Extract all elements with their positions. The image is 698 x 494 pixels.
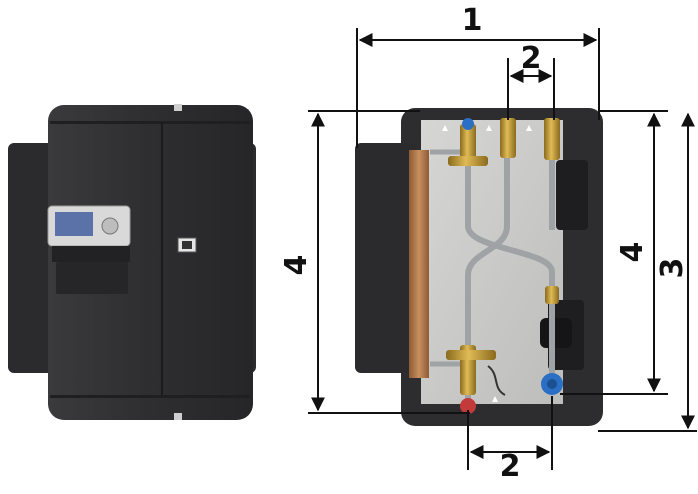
dimension-lines [308,28,697,470]
top-left-blue-cap [462,118,474,130]
logo-badge-mark [182,241,192,249]
housing-clip-top [174,104,182,111]
pump-body [540,318,572,348]
housing-body [48,105,253,420]
housing-top-groove [50,121,250,124]
bottom-right-blue-cap-inner [547,379,557,389]
bottom-left-valve-tee [446,350,496,360]
open-housing [355,108,603,426]
lower-front-flap [56,262,128,294]
temp-marker-2 [486,125,492,131]
heat-exchanger-plate [409,150,429,378]
top-left-valve [460,124,476,160]
dimension-label-2-top: 2 [521,41,542,76]
housing-bottom-groove [50,395,250,398]
controller-display-icon [55,212,93,236]
dimension-label-3: 3 [655,258,690,279]
pipe-right-crossover [465,156,510,350]
dimension-label-4-right: 4 [615,242,650,263]
dimension-label-4-left: 4 [279,255,314,276]
bottom-left-red-cap [460,398,476,414]
controller-recess [52,246,130,262]
temp-marker-3 [526,125,532,131]
dimension-label-2-bottom: 2 [500,449,521,484]
housing-clip-bottom [174,413,182,420]
mid-right-fitting [545,286,559,304]
temp-marker-1 [442,125,448,131]
pipe-left-crossover [465,158,555,292]
top-left-valve-tee [448,156,488,166]
controller-knob [101,217,119,235]
temp-marker-4 [492,396,498,402]
top-middle-valve [500,118,516,158]
closed-housing [8,104,256,420]
right-insulation-upper [556,160,588,230]
top-right-valve [544,118,560,160]
insulation-side-block [355,143,417,373]
sensor-wire [487,365,506,396]
dimension-label-1: 1 [462,3,483,38]
